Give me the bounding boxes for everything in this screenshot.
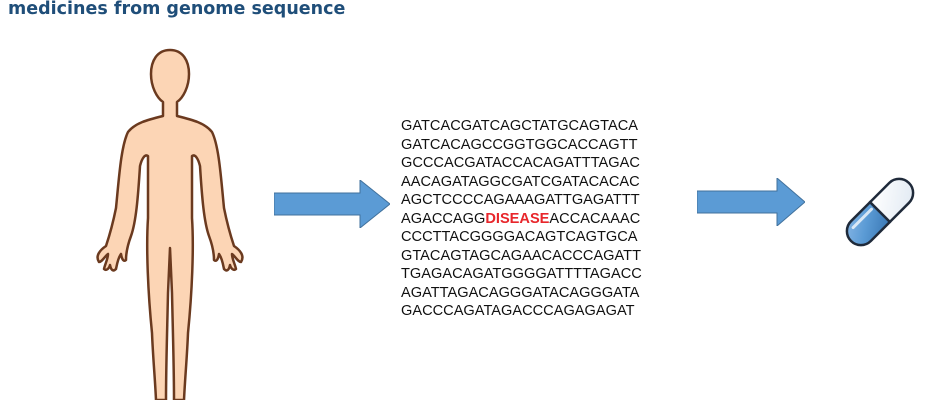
arrow-shape [697,178,805,226]
sequence-text: GACCCAGATAGACCCAGAGAGAT [401,303,635,319]
sequence-text: CCCTTACGGGGACAGTCAGTGCA [401,229,638,245]
sequence-text: GATCACGATCAGCTATGCAGTACA [401,118,639,134]
sequence-text: AGATTAGACAGGGATACAGGGATA [401,284,640,301]
sequence-line: AACAGATAGGCGATCGATACACAC [401,173,642,192]
sequence-text: TGAGACAGATGGGGATTTTAGACC [401,266,642,282]
sequence-line: GATCACGATCAGCTATGCAGTACA [401,117,642,136]
sequence-line: CCCTTACGGGGACAGTCAGTGCA [401,228,642,247]
sequence-text: GTACAGTAGCAGAACACCCAGATT [401,247,642,264]
sequence-text: GCCCACGATACCACAGATTTAGAC [401,155,640,171]
arrow-shape [274,180,390,228]
sequence-line-disease: AGACCAGGDISEASEACCACAAAC [401,210,642,229]
sequence-text: AGACCAGG [401,210,486,227]
sequence-text: AACAGATAGGCGATCGATACACAC [401,173,640,190]
sequence-text-after: ACCACAAAC [549,210,641,227]
human-body-outline [96,48,244,400]
human-figure-icon [96,48,244,400]
genome-sequence: GATCACGATCAGCTATGCAGTACA GATCACAGCCGGTGG… [401,117,642,321]
sequence-text: AGCTCCCCAGAAAGATTGAGATTT [401,192,640,208]
sequence-text: GATCACAGCCGGTGGCACCAGTT [401,136,638,153]
right-arrow-icon [697,178,805,226]
sequence-line: AGCTCCCCAGAAAGATTGAGATTT [401,191,642,210]
diagram-title: medicines from genome sequence [8,0,346,19]
capsule-white-half [868,177,915,224]
sequence-line: AGATTAGACAGGGATACAGGGATA [401,284,642,303]
sequence-line: TGAGACAGATGGGGATTTTAGACC [401,265,642,284]
sequence-line: GATCACAGCCGGTGGCACCAGTT [401,136,642,155]
capsule-pill-icon [845,177,915,247]
sequence-line: GTACAGTAGCAGAACACCCAGATT [401,247,642,266]
sequence-line: GCCCACGATACCACAGATTTAGAC [401,154,642,173]
sequence-line: GACCCAGATAGACCCAGAGAGAT [401,302,642,321]
disease-highlight: DISEASE [485,210,550,227]
capsule-highlight [851,207,874,230]
right-arrow-icon [274,180,390,228]
